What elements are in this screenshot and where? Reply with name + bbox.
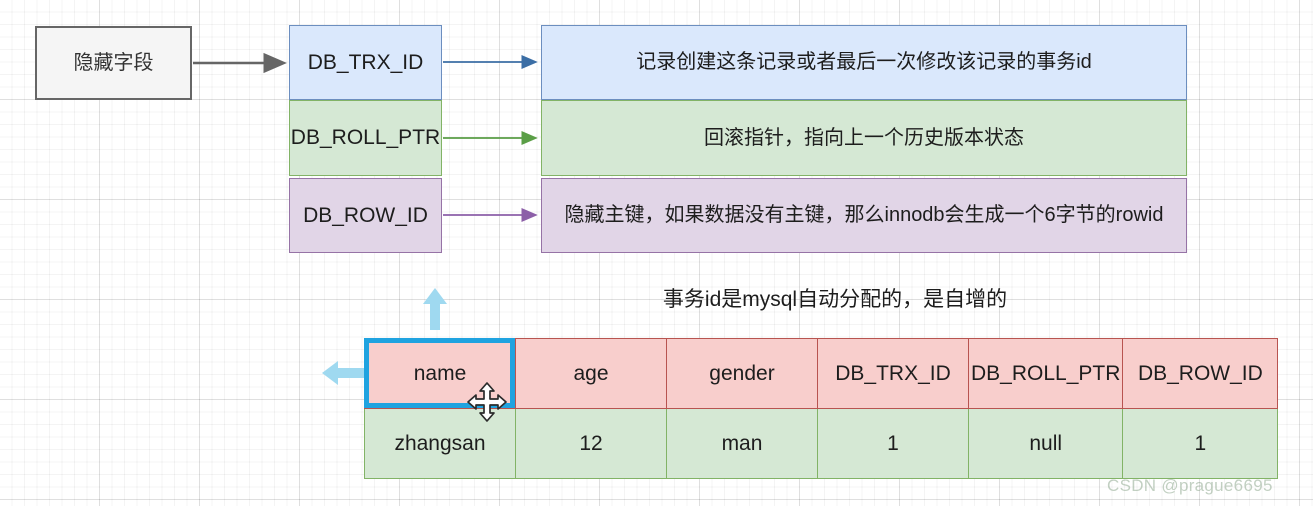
table-header-row: name age gender DB_TRX_ID DB_ROLL_PTR DB…: [364, 338, 1279, 409]
table-header-cell-db-row-id[interactable]: DB_ROW_ID: [1122, 338, 1279, 409]
table-cell-db-roll-ptr[interactable]: null: [967, 408, 1124, 479]
description-node-db-roll-ptr[interactable]: 回滚指针，指向上一个历史版本状态: [541, 100, 1187, 176]
record-table[interactable]: name age gender DB_TRX_ID DB_ROLL_PTR DB…: [364, 338, 1279, 479]
table-cell-db-trx-id[interactable]: 1: [817, 408, 969, 479]
left-arrow-handle-icon[interactable]: [320, 356, 366, 390]
description-node-db-row-id[interactable]: 隐藏主键，如果数据没有主键，那么innodb会生成一个6字节的rowid: [541, 178, 1187, 253]
table-cell-db-row-id[interactable]: 1: [1122, 408, 1279, 479]
field-node-db-row-id[interactable]: DB_ROW_ID: [289, 178, 442, 253]
watermark-text: CSDN @prague6695: [1107, 476, 1273, 495]
field-node-db-trx-id[interactable]: DB_TRX_ID: [289, 25, 442, 100]
table-header-cell-name[interactable]: name: [364, 338, 516, 409]
move-left-arrow-icon[interactable]: [322, 288, 356, 330]
note-transaction-id[interactable]: 事务id是mysql自动分配的，是自增的: [662, 288, 1008, 311]
table-header-cell-db-roll-ptr[interactable]: DB_ROLL_PTR: [967, 338, 1124, 409]
table-header-cell-gender[interactable]: gender: [666, 338, 818, 409]
description-node-db-trx-id[interactable]: 记录创建这条记录或者最后一次修改该记录的事务id: [541, 25, 1187, 100]
source-node-hidden-fields[interactable]: 隐藏字段: [35, 26, 192, 100]
field-node-db-roll-ptr[interactable]: DB_ROLL_PTR: [289, 100, 442, 176]
up-arrow-handle-icon[interactable]: [418, 286, 452, 332]
table-header-cell-age[interactable]: age: [515, 338, 667, 409]
table-cell-name[interactable]: zhangsan: [364, 408, 516, 479]
table-cell-gender[interactable]: man: [666, 408, 818, 479]
table-row: zhangsan 12 man 1 null 1: [364, 408, 1279, 479]
table-cell-age[interactable]: 12: [515, 408, 667, 479]
table-header-cell-db-trx-id[interactable]: DB_TRX_ID: [817, 338, 969, 409]
